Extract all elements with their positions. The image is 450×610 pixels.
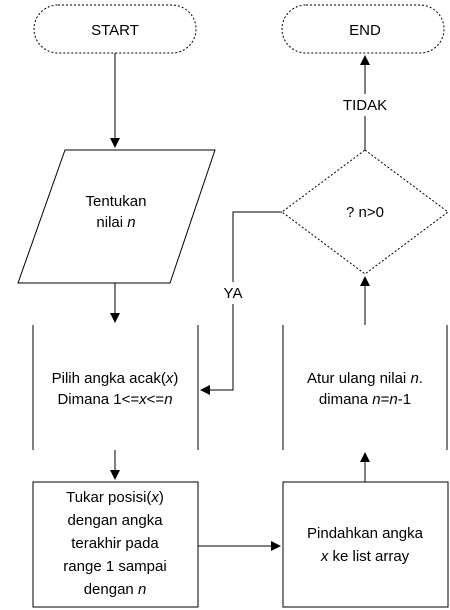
reset-label-line1: Atur ulang nilai n. (307, 370, 423, 387)
reset-label-line2: dimana n=n-1 (319, 391, 411, 408)
pick-random-process: Pilih angka acak(x) Dimana 1<=x<=n (32, 325, 199, 450)
swap-label-line2: dengan angka (67, 512, 163, 529)
swap-label-line3: terakhir pada (71, 535, 159, 552)
yes-label-bg (216, 282, 250, 304)
decision-diamond: ? n>0 (281, 149, 449, 275)
yes-edge-label: YA (224, 285, 243, 302)
move-label-line1: Pindahkan angka (307, 525, 424, 542)
pick-label-line1: Pilih angka acak(x) (52, 370, 179, 387)
start-label: START (91, 22, 139, 39)
reset-n-process: Atur ulang nilai n. dimana n=n-1 (282, 325, 448, 450)
input-label-line2: nilai n (96, 214, 135, 231)
no-label-bg (332, 94, 398, 116)
move-to-list-process: Pindahkan angka x ke list array (282, 481, 449, 608)
decision-label: ? n>0 (346, 204, 384, 221)
pick-label-line2: Dimana 1<=x<=n (57, 391, 172, 408)
end-label: END (349, 22, 381, 39)
input-label-line1: Tentukan (86, 193, 147, 210)
swap-label-line5: dengan n (84, 581, 147, 598)
end-terminator: END (281, 4, 445, 54)
start-terminator: START (33, 4, 197, 54)
input-parallelogram: Tentukan nilai n (17, 149, 216, 284)
swap-process: Tukar posisi(x) dengan angka terakhir pa… (32, 481, 199, 608)
no-edge-label: TIDAK (343, 97, 387, 114)
move-label-line2: x ke list array (320, 548, 410, 565)
swap-label-line1: Tukar posisi(x) (66, 489, 164, 506)
swap-label-line4: range 1 sampai (63, 558, 166, 575)
